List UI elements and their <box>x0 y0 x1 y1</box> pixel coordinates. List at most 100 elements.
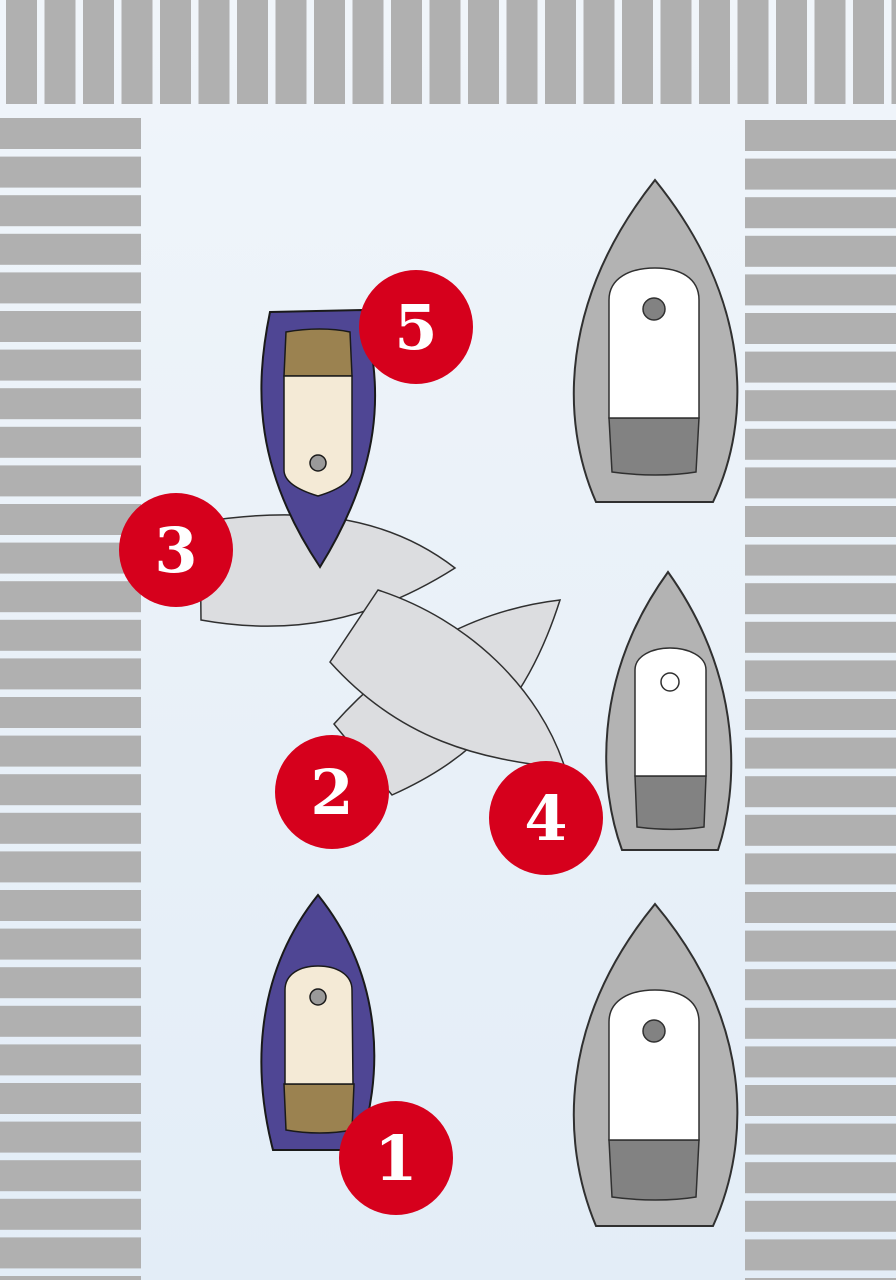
moored-boat-top <box>572 178 739 503</box>
pontoon-plank <box>745 120 896 151</box>
pontoon-plank <box>583 0 615 104</box>
pontoon-plank <box>429 0 461 104</box>
pontoon-top <box>6 0 896 104</box>
pontoon-plank <box>745 621 896 653</box>
pontoon-plank <box>745 1162 896 1194</box>
pontoon-plank <box>745 1278 896 1280</box>
pontoon-plank <box>198 0 230 104</box>
pontoon-plank <box>745 544 896 576</box>
pontoon-plank <box>745 506 896 537</box>
pontoon-plank <box>0 658 141 690</box>
pontoon-plank <box>891 0 896 104</box>
step-badge-4: 4 <box>489 761 603 875</box>
pontoon-plank <box>391 0 422 104</box>
pontoon-plank <box>745 1200 896 1232</box>
step-number: 5 <box>394 291 437 364</box>
step-badge-2: 2 <box>275 735 389 849</box>
pontoon-plank <box>745 814 896 846</box>
pontoon-plank <box>745 853 896 885</box>
pontoon-plank <box>0 118 141 149</box>
pontoon-plank <box>0 774 141 806</box>
pontoon-plank <box>0 581 141 613</box>
pontoon-plank <box>44 0 76 104</box>
pontoon-plank <box>776 0 807 104</box>
pontoon-plank <box>745 1007 896 1039</box>
pontoon-plank <box>745 699 896 730</box>
pontoon-plank <box>314 0 345 104</box>
pontoon-plank <box>0 928 141 960</box>
pontoon-plank <box>0 1083 141 1114</box>
pontoon-plank <box>0 388 141 420</box>
pontoon-plank <box>853 0 884 104</box>
pontoon-plank <box>0 851 141 883</box>
pontoon-plank <box>0 1121 141 1153</box>
pontoon-plank <box>160 0 191 104</box>
pontoon-plank <box>745 660 896 692</box>
pontoon-plank <box>6 0 37 104</box>
pontoon-plank <box>745 197 896 229</box>
pontoon-plank <box>0 967 141 999</box>
pontoon-plank <box>745 776 896 808</box>
step-badge-5: 5 <box>359 270 473 384</box>
step-badge-3: 3 <box>119 493 233 607</box>
step-number: 1 <box>374 1122 417 1195</box>
pontoon-plank <box>275 0 307 104</box>
pontoon-plank <box>0 272 141 304</box>
moored-boat-bottom <box>572 902 739 1227</box>
pontoon-plank <box>0 233 141 265</box>
pontoon-plank <box>745 737 896 769</box>
pontoon-plank <box>745 969 896 1001</box>
pontoon-plank <box>0 542 141 574</box>
pontoon-plank <box>0 465 141 497</box>
pontoon-plank <box>745 892 896 923</box>
step-number: 2 <box>310 756 353 829</box>
pontoon-plank <box>0 697 141 728</box>
pontoon-plank <box>745 428 896 460</box>
pontoon-plank <box>352 0 384 104</box>
own-boat-position-1 <box>260 893 376 1151</box>
moored-boat-middle <box>605 570 733 851</box>
pontoon-plank <box>0 619 141 651</box>
pontoon-plank <box>0 1044 141 1076</box>
pontoon-plank <box>0 1276 141 1280</box>
pontoon-plank <box>0 1237 141 1269</box>
pontoon-plank <box>0 890 141 921</box>
pontoon-plank <box>0 349 141 381</box>
pontoon-plank <box>0 1198 141 1230</box>
pontoon-plank <box>745 1123 896 1155</box>
pontoon-plank <box>622 0 653 104</box>
own-boat-position-5 <box>260 308 377 569</box>
pontoon-plank <box>814 0 846 104</box>
pontoon-plank <box>745 583 896 615</box>
pontoon-plank <box>745 1046 896 1078</box>
pontoon-plank <box>745 351 896 383</box>
pontoon-plank <box>745 1085 896 1116</box>
pontoon-plank <box>0 1160 141 1192</box>
pontoon-left <box>0 118 141 1280</box>
pontoon-plank <box>745 467 896 499</box>
pontoon-right <box>745 120 896 1280</box>
pontoon-plank <box>468 0 499 104</box>
pontoon-plank <box>545 0 576 104</box>
pontoon-plank <box>699 0 730 104</box>
pontoon-plank <box>237 0 268 104</box>
step-number: 4 <box>524 782 567 855</box>
pontoon-plank <box>745 390 896 422</box>
pontoon-plank <box>0 735 141 767</box>
pontoon-plank <box>745 313 896 344</box>
pontoon-plank <box>745 235 896 267</box>
pontoon-plank <box>745 1239 896 1271</box>
pontoon-plank <box>745 158 896 190</box>
pontoon-plank <box>506 0 538 104</box>
step-badge-1: 1 <box>339 1101 453 1215</box>
pontoon-plank <box>660 0 692 104</box>
pontoon-plank <box>0 156 141 188</box>
pontoon-plank <box>0 311 141 342</box>
pontoon-plank <box>121 0 153 104</box>
pontoon-plank <box>0 812 141 844</box>
pontoon-plank <box>83 0 114 104</box>
pontoon-plank <box>0 504 141 535</box>
step-number: 3 <box>154 514 197 587</box>
pontoon-plank <box>0 426 141 458</box>
